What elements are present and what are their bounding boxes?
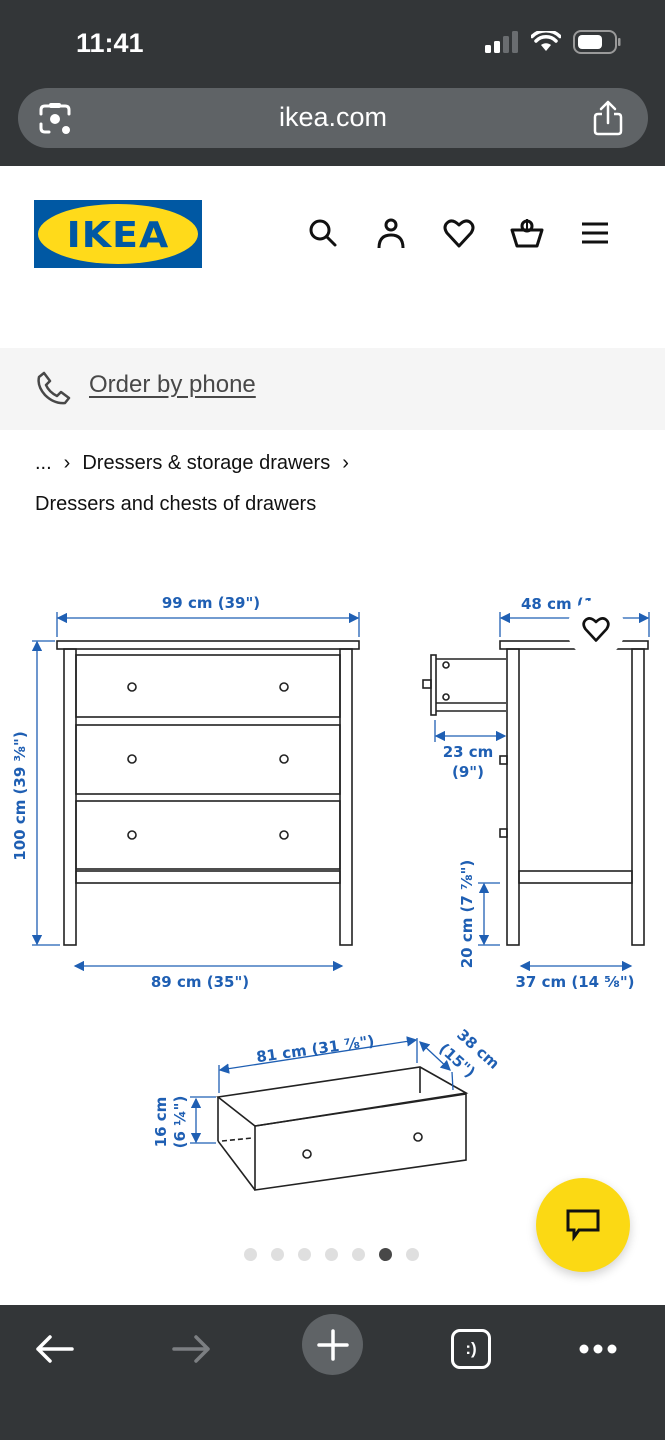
chat-button[interactable]	[536, 1178, 630, 1272]
breadcrumb-ellipsis[interactable]: ...	[35, 452, 52, 474]
dim-drawer-extension-cm: 23 cm	[443, 743, 494, 761]
back-icon	[36, 1335, 74, 1363]
dim-leg-height: 20 cm (7 ⅞")	[458, 860, 476, 969]
dim-drawer-height-in: (6 ¼")	[171, 1096, 189, 1149]
carousel-dot[interactable]	[244, 1248, 257, 1261]
dim-drawer-extension-in: (9")	[452, 763, 484, 781]
dim-drawer-width: 81 cm (31 ⅞")	[255, 1032, 375, 1066]
carousel-dot[interactable]	[406, 1248, 419, 1261]
status-icons	[485, 30, 621, 54]
wifi-icon	[531, 31, 561, 51]
breadcrumb-current[interactable]: Dressers and chests of drawers	[35, 493, 317, 515]
front-view	[56, 640, 360, 946]
heart-icon	[582, 617, 610, 642]
url-text[interactable]: ikea.com	[278, 102, 388, 132]
search-icon[interactable]	[306, 216, 340, 250]
dim-height: 100 cm (39 ⅜")	[11, 731, 29, 860]
account-icon[interactable]	[374, 216, 408, 250]
carousel-pagination	[244, 1248, 419, 1261]
menu-icon[interactable]	[578, 216, 612, 250]
chat-icon	[566, 1209, 600, 1242]
dim-depth-bottom: 37 cm (14 ⅝")	[516, 973, 635, 991]
browser-top-chrome: 11:41 ikea.com	[0, 0, 665, 166]
order-by-phone-link[interactable]: Order by phone	[89, 371, 256, 398]
status-time: 11:41	[76, 28, 144, 58]
side-view	[422, 640, 649, 946]
battery-icon	[573, 30, 621, 54]
site-header: IKEA	[0, 166, 665, 348]
tabs-icon: :)	[451, 1329, 491, 1369]
carousel-dot[interactable]	[271, 1248, 284, 1261]
breadcrumb-separator: ›	[342, 452, 349, 474]
lens-icon[interactable]	[38, 102, 72, 136]
new-tab-icon	[316, 1328, 349, 1361]
logo-text: IKEA	[66, 215, 170, 256]
drawer-view	[216, 1066, 469, 1191]
dim-drawer-height-cm: 16 cm	[152, 1097, 170, 1148]
dim-width-bottom: 89 cm (35")	[151, 973, 249, 991]
basket-icon[interactable]	[510, 216, 544, 250]
breadcrumb: ... › Dressers & storage drawers ›	[35, 452, 349, 475]
carousel-dot-active[interactable]	[379, 1248, 392, 1261]
tabs-button[interactable]: :)	[441, 1319, 501, 1379]
forward-icon	[172, 1335, 210, 1363]
signal-icon	[485, 31, 518, 53]
browser-bottom-bar: :)	[0, 1305, 665, 1440]
save-to-favourites-button[interactable]	[567, 600, 625, 658]
share-icon[interactable]	[592, 100, 624, 136]
phone-icon	[37, 371, 71, 405]
new-tab-button[interactable]	[302, 1314, 363, 1375]
order-by-phone-bar: Order by phone	[0, 348, 665, 430]
ikea-logo[interactable]: IKEA	[34, 200, 202, 268]
logo-oval	[38, 204, 198, 264]
product-dimension-diagram[interactable]: 99 cm (39") 100 cm (39 ⅜") 89 cm (35") 4…	[0, 580, 665, 1210]
heart-icon[interactable]	[442, 216, 476, 250]
carousel-dot[interactable]	[352, 1248, 365, 1261]
back-button[interactable]	[24, 1319, 84, 1379]
forward-button[interactable]	[162, 1319, 222, 1379]
dim-width-top: 99 cm (39")	[162, 594, 260, 612]
more-button[interactable]	[568, 1319, 628, 1379]
breadcrumb-separator: ›	[63, 452, 71, 474]
url-bar[interactable]: ikea.com	[18, 88, 648, 148]
breadcrumb-parent[interactable]: Dressers & storage drawers	[82, 452, 331, 474]
carousel-dot[interactable]	[298, 1248, 311, 1261]
header-icons	[306, 216, 612, 250]
carousel-dot[interactable]	[325, 1248, 338, 1261]
more-icon	[579, 1344, 617, 1354]
